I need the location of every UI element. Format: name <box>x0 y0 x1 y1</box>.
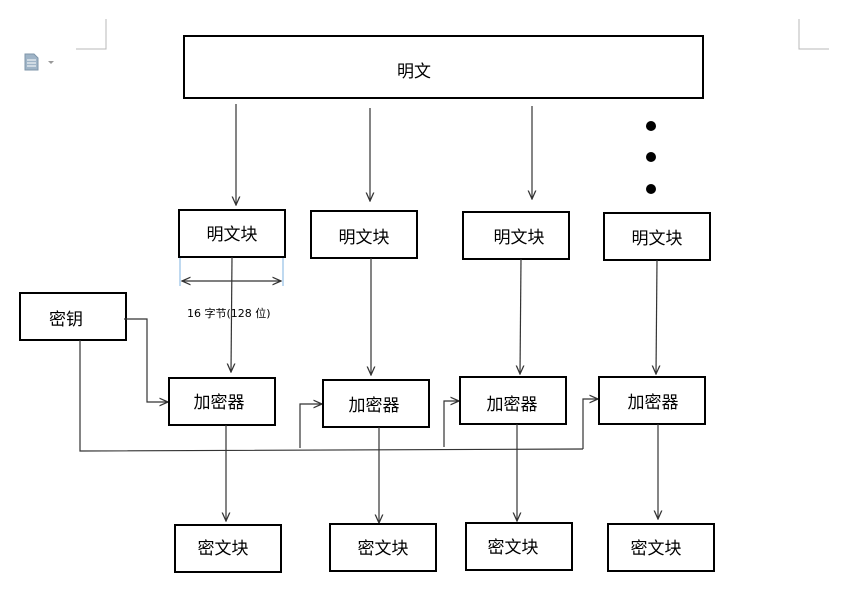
plaintext-block-label: 明文块 <box>339 228 390 248</box>
encryptor-label: 加密器 <box>194 393 245 413</box>
document-icon[interactable] <box>24 53 54 71</box>
page-corner-marks <box>76 19 829 50</box>
ciphertext-block-3: 密文块 <box>465 522 573 571</box>
encryptor-to-cipher-arrows <box>226 424 658 523</box>
plaintext-block-4: 明文块 <box>603 212 711 261</box>
encryptor-label: 加密器 <box>487 395 538 415</box>
key-label: 密钥 <box>49 310 83 330</box>
block-to-encryptor-arrows <box>231 256 657 375</box>
plaintext-block-label: 明文块 <box>494 228 545 248</box>
ciphertext-block-4: 密文块 <box>607 523 715 572</box>
encryptor-label: 加密器 <box>349 396 400 416</box>
plaintext-block-label: 明文块 <box>632 229 683 249</box>
ciphertext-block-1: 密文块 <box>174 524 282 573</box>
plaintext-block-1: 明文块 <box>178 209 286 258</box>
encryptor-1: 加密器 <box>168 377 276 426</box>
ciphertext-block-2: 密文块 <box>329 523 437 572</box>
encryptor-label: 加密器 <box>628 393 679 413</box>
key-box: 密钥 <box>19 292 127 341</box>
plaintext-block-3: 明文块 <box>462 211 570 260</box>
plaintext-split-arrows <box>236 104 532 205</box>
plaintext-block-2: 明文块 <box>310 210 418 259</box>
encryptor-3: 加密器 <box>459 376 567 425</box>
block-size-measure: 16 字节(128 位) <box>179 258 284 320</box>
encryptor-4: 加密器 <box>598 376 706 425</box>
ciphertext-block-label: 密文块 <box>358 539 409 559</box>
plaintext-block-label: 明文块 <box>207 225 258 245</box>
ciphertext-block-label: 密文块 <box>198 539 249 559</box>
encryptor-2: 加密器 <box>322 379 430 428</box>
block-size-label: 16 字节(128 位) <box>187 306 271 320</box>
key-distribution-lines <box>79 318 598 452</box>
ellipsis-dots <box>646 121 656 194</box>
ciphertext-block-label: 密文块 <box>488 538 539 558</box>
plaintext-label: 明文 <box>397 62 431 82</box>
plaintext-box: 明文 <box>183 35 704 99</box>
ciphertext-block-label: 密文块 <box>631 539 682 559</box>
